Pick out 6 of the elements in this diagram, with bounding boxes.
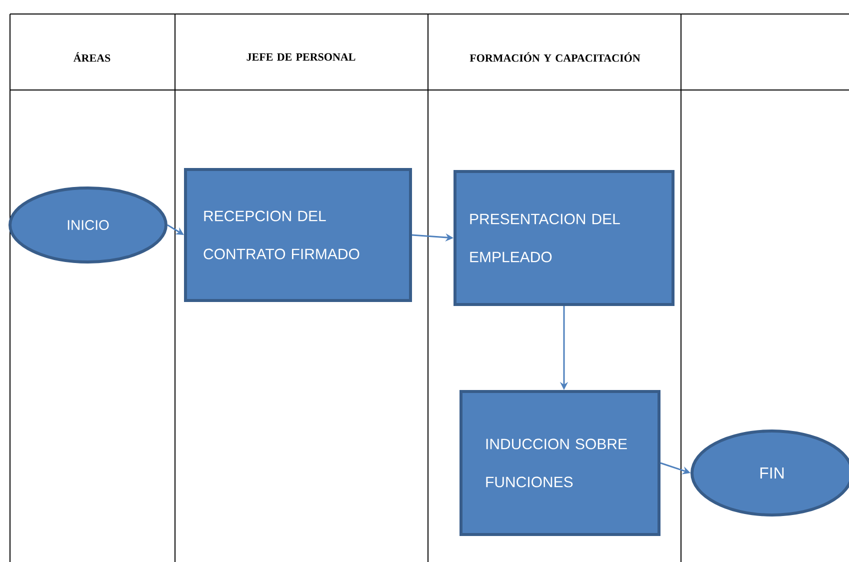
process-box: INDUCCION SOBRE FUNCIONES — [460, 390, 660, 536]
column-header: ÁREAS — [73, 52, 110, 62]
column-header: JEFE DE PERSONAL — [246, 53, 356, 61]
process-box: RECEPCION DEL CONTRATO FIRMADO — [184, 168, 412, 302]
column-header: FORMACIÓN Y CAPACITACIÓN — [470, 52, 640, 62]
process-box: PRESENTACION DEL EMPLEADO — [454, 170, 674, 306]
